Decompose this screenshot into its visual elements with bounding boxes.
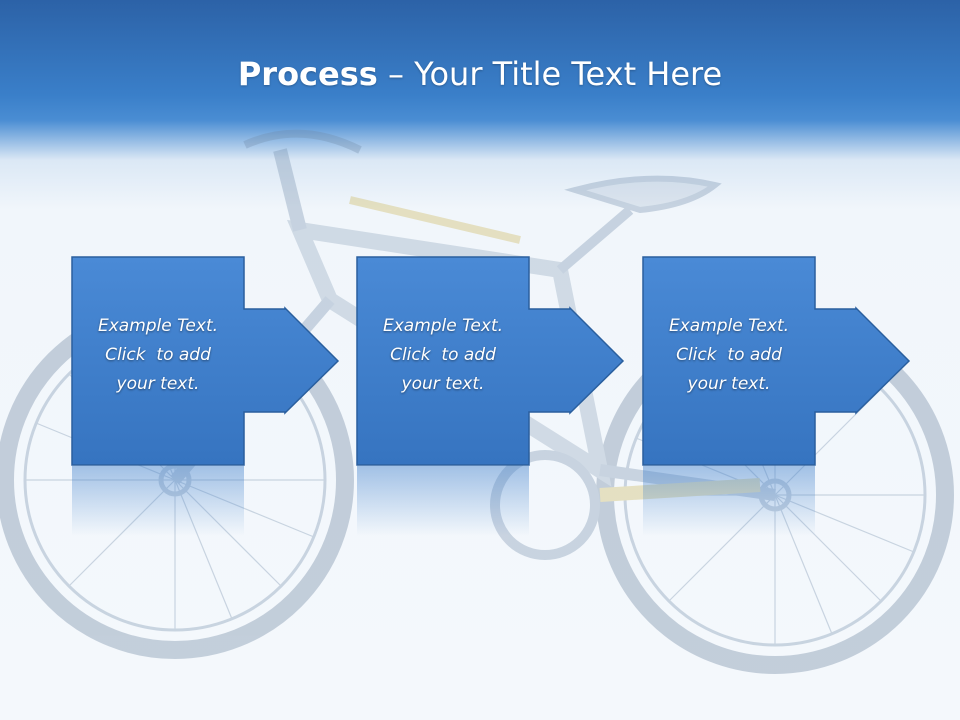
step-2-line-1: Example Text. xyxy=(382,316,504,336)
title-bold-part: Process xyxy=(237,55,378,93)
step-2-line-3: your text. xyxy=(401,374,485,394)
step-3-line-2: Click to add xyxy=(676,345,782,365)
process-step-3-text[interactable]: Example Text. Click to add your text. xyxy=(643,312,815,399)
process-step-3-box[interactable] xyxy=(642,256,911,466)
step-1-line-1: Example Text. xyxy=(97,316,219,336)
process-step-1-box[interactable] xyxy=(71,256,340,466)
step-1-line-2: Click to add xyxy=(105,345,211,365)
step-2-line-2: Click to add xyxy=(390,345,496,365)
step-3-line-3: your text. xyxy=(687,374,771,394)
process-step-1-text[interactable]: Example Text. Click to add your text. xyxy=(72,312,244,399)
process-step-2-box[interactable] xyxy=(356,256,625,466)
step-3-line-1: Example Text. xyxy=(668,316,790,336)
title-rest-part: – Your Title Text Here xyxy=(377,55,723,93)
process-step-2-text[interactable]: Example Text. Click to add your text. xyxy=(357,312,529,399)
step-1-line-3: your text. xyxy=(116,374,200,394)
slide-title[interactable]: Process – Your Title Text Here xyxy=(0,52,960,96)
